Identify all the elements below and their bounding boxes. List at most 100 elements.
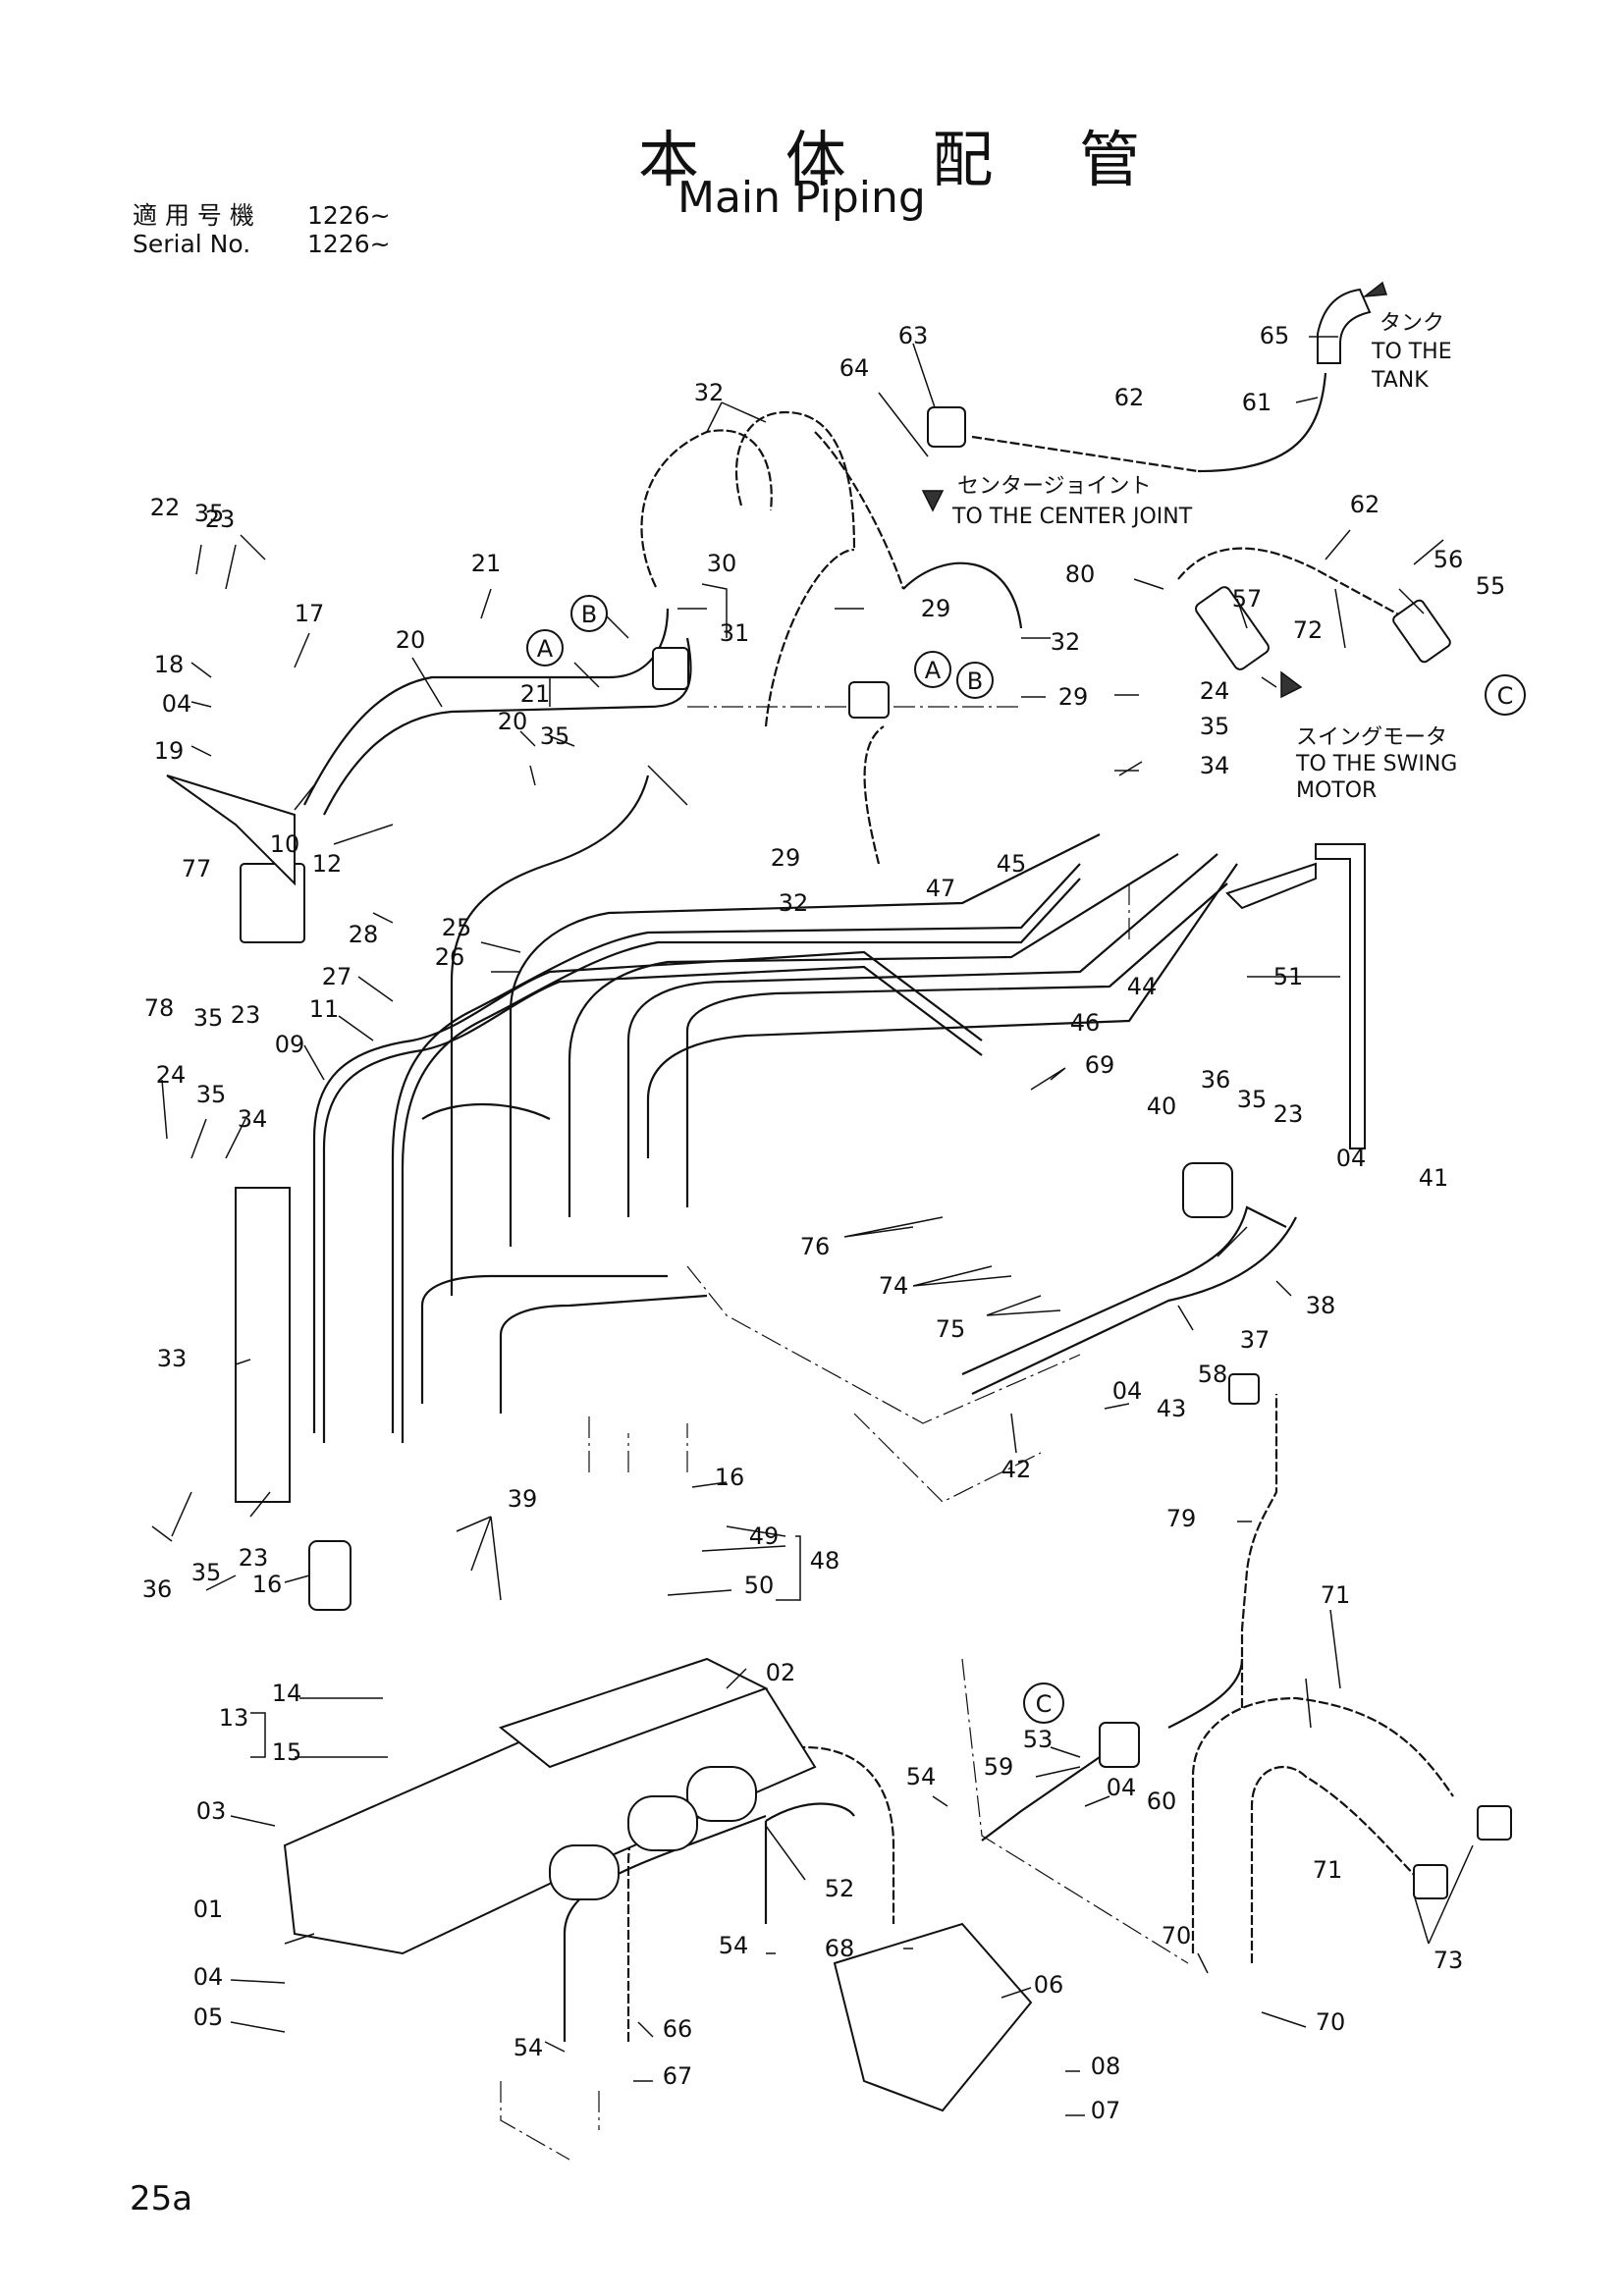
part-label-33: 33 — [157, 1345, 188, 1372]
pipe-28 — [401, 878, 1081, 1443]
destination-notes: タンク TO THE TANK センタージョイント TO THE CENTER … — [951, 311, 1457, 803]
fitting-56 — [1392, 599, 1451, 664]
part-number-labels: 01 02 03 04 04 04 04 04 05 06 07 08 09 1… — [142, 322, 1506, 2124]
chain-line-8 — [588, 1414, 688, 1472]
adapter-57 — [1195, 586, 1270, 670]
arrow-to-swing-motor-icon — [1280, 670, 1303, 699]
center-joint-note-jp: センタージョイント — [957, 474, 1152, 499]
part-label-10: 10 — [270, 830, 300, 858]
hose-29-drop — [863, 725, 885, 865]
arrow-to-tank-icon — [1362, 281, 1388, 297]
swing-motor-note-jp: スイングモータ — [1296, 725, 1447, 750]
part-label-32a: 32 — [694, 379, 725, 406]
part-label-35d: 35 — [196, 1081, 227, 1108]
circle-references: A B A B C C — [526, 595, 1526, 1724]
pipe-79-bend — [1167, 1658, 1244, 1729]
part-label-64: 64 — [839, 354, 870, 382]
elbow-73-b — [1477, 1805, 1512, 1841]
bracket-33 — [235, 1187, 291, 1503]
part-label-36b: 36 — [1201, 1066, 1231, 1094]
part-label-01: 01 — [193, 1896, 224, 1923]
elbow-31 — [652, 647, 689, 690]
serial-label-en: Serial No. — [133, 230, 251, 258]
part-label-21b: 21 — [520, 680, 551, 708]
pipe-work — [303, 372, 1454, 2161]
chain-line-3 — [961, 1658, 1189, 1964]
control-valve-02 — [498, 1657, 769, 1769]
flange-40 — [1182, 1162, 1233, 1218]
title-japanese: 本 体 配 管 — [638, 124, 1174, 195]
part-label-79: 79 — [1166, 1505, 1197, 1532]
part-label-08: 08 — [1091, 2053, 1121, 2080]
part-label-04d: 04 — [1336, 1145, 1367, 1172]
part-label-06: 06 — [1034, 1971, 1064, 1999]
part-label-74: 74 — [879, 1272, 909, 1300]
hose-62-swing — [1177, 547, 1425, 629]
part-label-50: 50 — [744, 1572, 775, 1599]
part-label-27: 27 — [322, 963, 352, 990]
part-label-53: 53 — [1023, 1726, 1054, 1753]
elbow-63 — [927, 406, 966, 448]
tank-note-en1: TO THE — [1371, 340, 1452, 364]
part-label-04a: 04 — [193, 1963, 224, 1991]
part-label-34b: 34 — [1200, 752, 1230, 779]
part-label-63: 63 — [898, 322, 929, 349]
part-label-17: 17 — [295, 600, 325, 627]
filter-16-left — [308, 1540, 352, 1611]
part-label-47: 47 — [926, 875, 956, 902]
part-label-30: 30 — [707, 550, 737, 577]
circle-ref-b1 — [570, 595, 608, 632]
circle-ref-b2 — [956, 662, 994, 699]
part-label-14: 14 — [272, 1680, 302, 1707]
part-label-35g: 35 — [1237, 1086, 1268, 1113]
part-label-60: 60 — [1147, 1788, 1177, 1815]
part-label-39: 39 — [508, 1485, 538, 1513]
pipe-52 — [765, 1802, 855, 1822]
tank-note-jp: タンク — [1380, 311, 1444, 336]
part-label-05: 05 — [193, 2003, 224, 2031]
part-label-26: 26 — [435, 943, 465, 971]
hose-32-lower — [764, 548, 855, 727]
part-label-04b: 04 — [162, 690, 192, 718]
part-label-38: 38 — [1306, 1292, 1336, 1319]
swing-motor-note-en1: TO THE SWING — [1295, 752, 1457, 776]
circle-ref-b2-label: B — [967, 667, 983, 695]
pipe-09-bend — [421, 1102, 551, 1120]
part-label-71b: 71 — [1313, 1856, 1343, 1884]
part-label-43: 43 — [1157, 1395, 1187, 1422]
hose-71-upper — [1191, 1696, 1454, 1953]
part-label-16a: 16 — [715, 1464, 745, 1491]
elbow-73-a — [1413, 1864, 1448, 1899]
hose-79 — [1240, 1394, 1278, 1708]
elbow-58 — [1228, 1373, 1260, 1405]
elbow-65 — [1317, 288, 1372, 364]
part-label-02: 02 — [766, 1659, 796, 1686]
part-label-24a: 24 — [156, 1061, 187, 1089]
part-label-80: 80 — [1065, 561, 1096, 588]
part-label-15: 15 — [272, 1738, 302, 1766]
part-label-21a: 21 — [471, 550, 502, 577]
part-label-24b: 24 — [1200, 677, 1230, 705]
part-label-23c: 23 — [239, 1544, 269, 1572]
part-label-03: 03 — [196, 1797, 227, 1825]
part-label-54b: 54 — [719, 1932, 749, 1959]
part-label-04e: 04 — [1107, 1774, 1137, 1801]
valve-spool-1 — [686, 1766, 757, 1822]
swing-valve-06 — [833, 1922, 1033, 2112]
part-label-62a: 62 — [1114, 384, 1145, 411]
pipe-44 — [568, 853, 1179, 1217]
part-label-67: 67 — [663, 2062, 693, 2090]
circle-ref-a2-label: A — [925, 657, 942, 684]
circle-ref-c2-label: C — [1036, 1690, 1053, 1718]
hose-62-top — [971, 435, 1199, 473]
arrow-to-center-joint-icon — [921, 490, 945, 512]
part-label-46: 46 — [1070, 1009, 1101, 1037]
part-label-54a: 54 — [906, 1763, 937, 1790]
pipe-16-link — [420, 1274, 668, 1404]
part-label-04c: 04 — [1112, 1377, 1143, 1405]
tee-53 — [1099, 1722, 1140, 1768]
part-label-75: 75 — [936, 1315, 966, 1343]
part-label-62b: 62 — [1350, 491, 1380, 518]
